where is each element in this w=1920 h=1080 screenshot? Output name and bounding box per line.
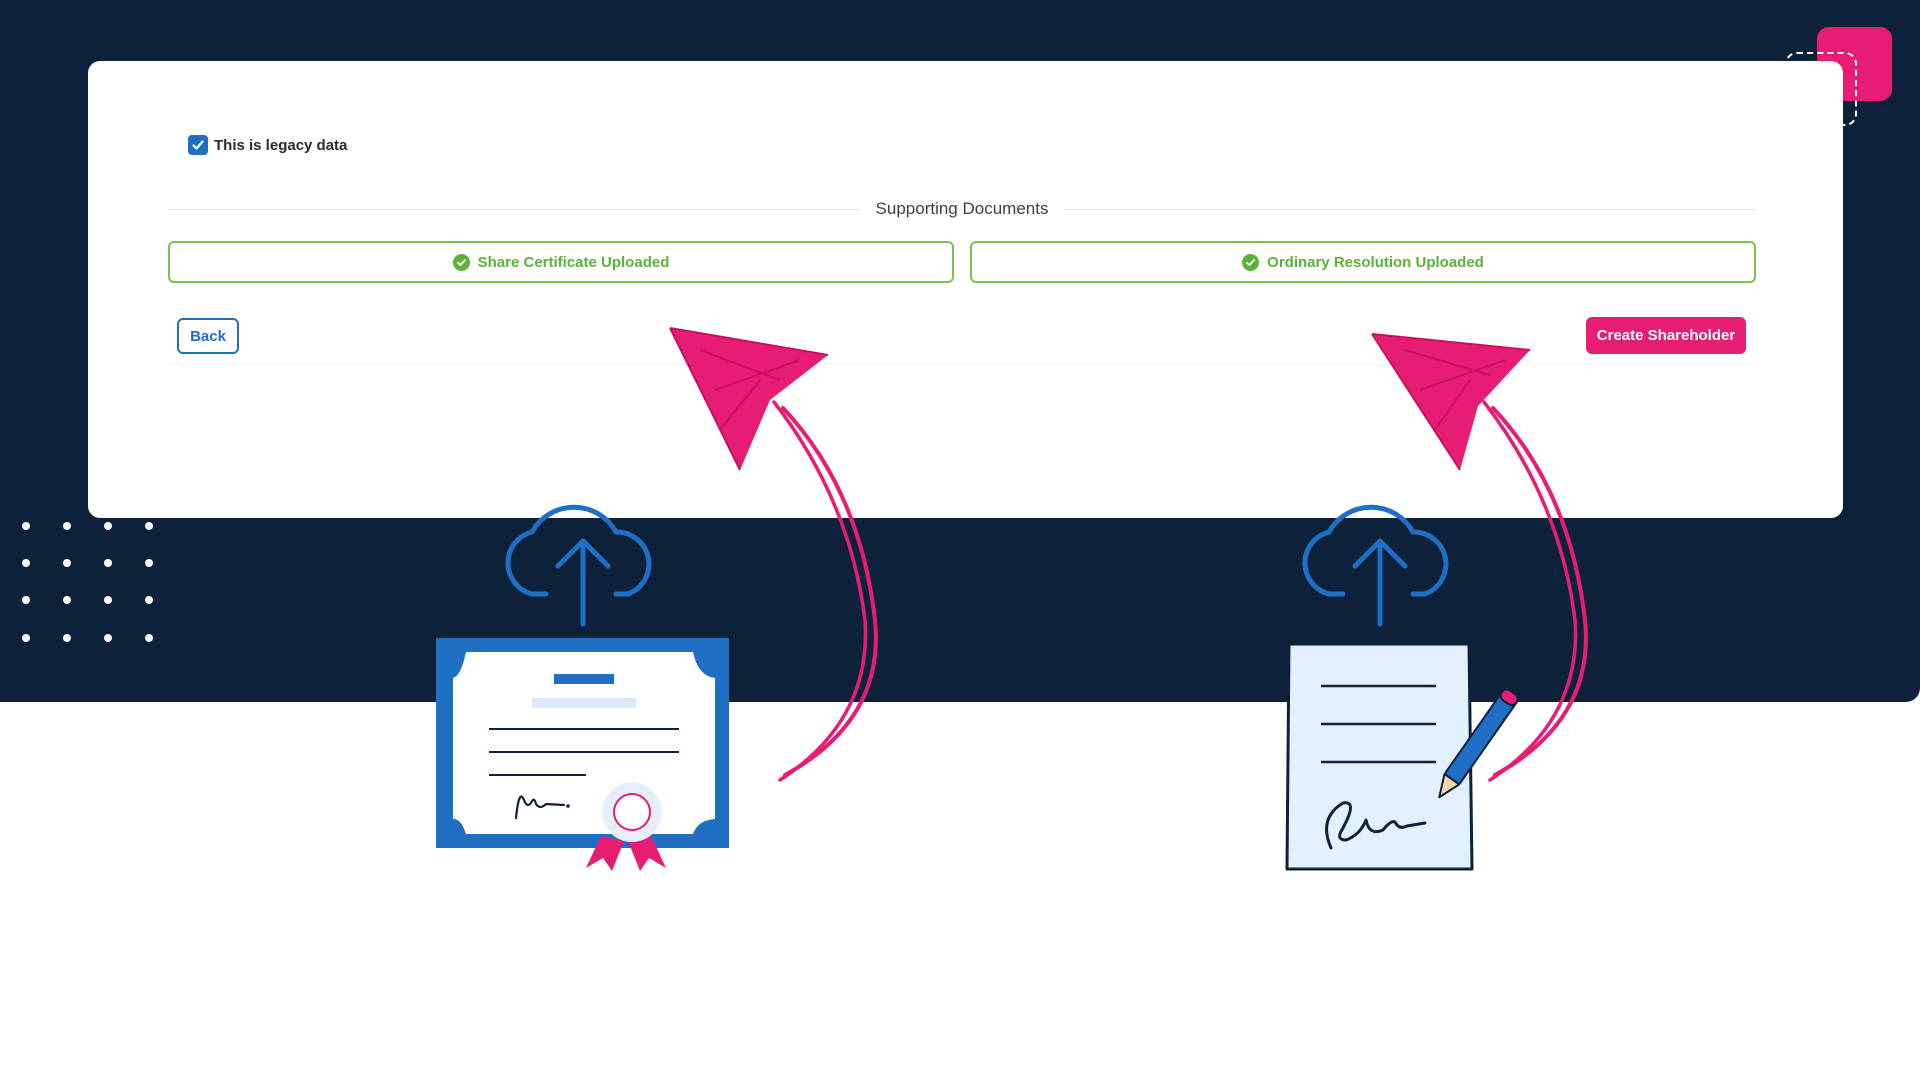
check-circle-icon bbox=[452, 253, 470, 271]
checkmark-icon bbox=[192, 140, 204, 150]
ordinary-resolution-upload[interactable]: Ordinary Resolution Uploaded bbox=[970, 241, 1756, 283]
ordinary-resolution-upload-label: Ordinary Resolution Uploaded bbox=[1267, 253, 1484, 271]
form-footer-divider bbox=[168, 364, 1756, 365]
share-certificate-upload[interactable]: Share Certificate Uploaded bbox=[168, 241, 954, 283]
share-certificate-upload-label: Share Certificate Uploaded bbox=[477, 253, 670, 271]
decorative-dot-grid bbox=[18, 518, 168, 648]
back-button[interactable]: Back bbox=[177, 318, 239, 354]
supporting-documents-divider: Supporting Documents bbox=[168, 197, 1756, 221]
hand-drawn-arrow-icon bbox=[1371, 333, 1588, 782]
supporting-documents-title: Supporting Documents bbox=[875, 199, 1049, 218]
create-shareholder-button[interactable]: Create Shareholder bbox=[1586, 317, 1746, 354]
cloud-upload-icon bbox=[1302, 504, 1449, 627]
legacy-data-checkbox[interactable] bbox=[188, 135, 208, 155]
legacy-data-checkbox-row[interactable]: This is legacy data bbox=[188, 135, 347, 155]
check-circle-icon bbox=[1242, 253, 1260, 271]
shareholder-form-card: This is legacy data Supporting Documents… bbox=[88, 61, 1843, 518]
legacy-data-label: This is legacy data bbox=[214, 136, 348, 154]
share-certificate-icon bbox=[436, 638, 729, 871]
cloud-upload-icon bbox=[505, 504, 652, 627]
hand-drawn-arrow-icon bbox=[669, 327, 878, 782]
divider-line-left bbox=[168, 208, 860, 210]
divider-line-right bbox=[1064, 208, 1756, 210]
signed-document-icon bbox=[1285, 642, 1519, 871]
